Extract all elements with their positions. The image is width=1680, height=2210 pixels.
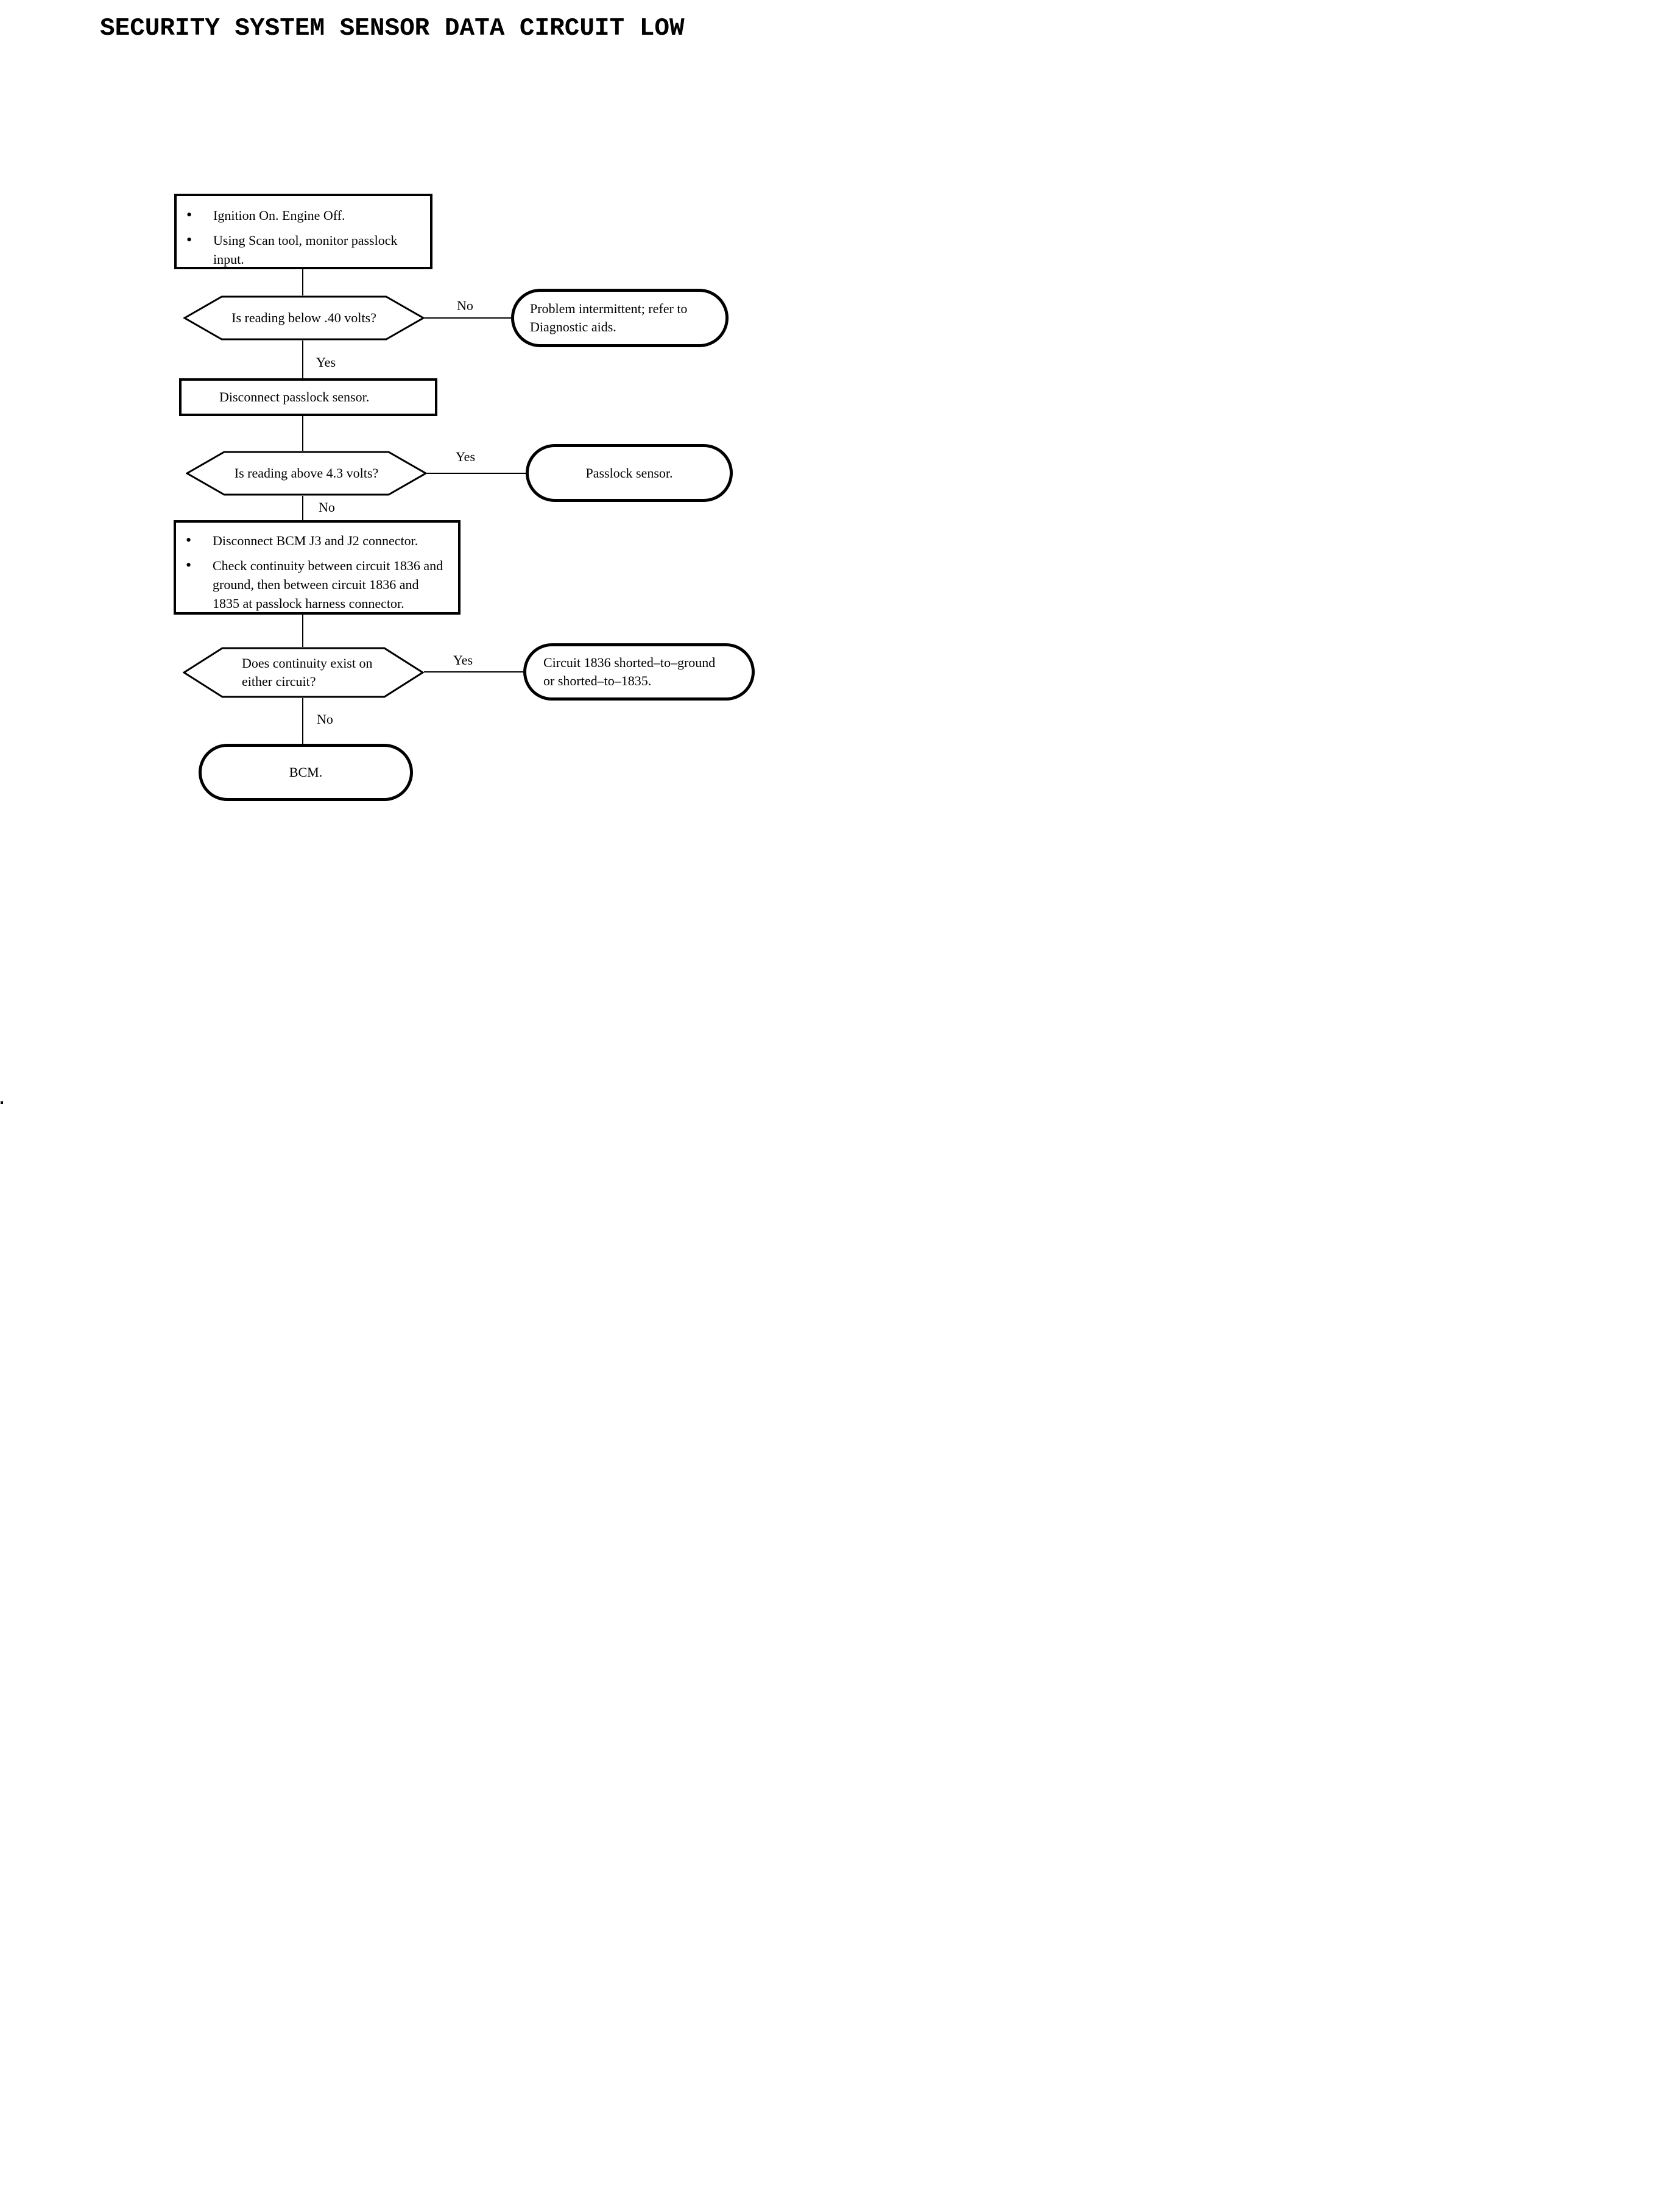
bullet-line: Disconnect BCM J3 and J2 connector. [213, 533, 418, 548]
flowchart-page: SECURITY SYSTEM SENSOR DATA CIRCUIT LOW … [0, 0, 840, 1105]
edge-label-yes-2: Yes [456, 449, 476, 464]
bullet-item: Ignition On. Engine Off. [185, 205, 425, 225]
bullet-line: 1835 at passlock harness connector. [213, 596, 404, 611]
bullet-line: ground, then between circuit 1836 and [213, 577, 419, 592]
process-check-continuity: Disconnect BCM J3 and J2 connector. Chec… [174, 520, 461, 615]
decision-question: Does continuity exist on either circuit? [183, 647, 424, 698]
hexagon-outline [186, 451, 427, 496]
check-bullet-list: Disconnect BCM J3 and J2 connector. Chec… [176, 523, 458, 613]
process-text: Disconnect passlock sensor. [219, 389, 370, 404]
connector-decision1-yes [302, 341, 303, 378]
bullet-line: Ignition On. Engine Off. [213, 208, 345, 223]
bullet-line: Check continuity between circuit 1836 an… [213, 558, 443, 573]
terminal-line: or shorted–to–1835. [543, 673, 652, 688]
connector-decision3-no [302, 698, 303, 744]
scan-artifact-dot [1, 1101, 3, 1104]
decision-continuity-exists: Does continuity exist on either circuit? [183, 647, 424, 698]
edge-label-yes-1: Yes [316, 355, 336, 370]
process-start-box: Ignition On. Engine Off. Using Scan tool… [174, 194, 432, 269]
start-bullet-list: Ignition On. Engine Off. Using Scan tool… [177, 196, 430, 269]
terminal-circuit-shorted: Circuit 1836 shorted–to–ground or shorte… [523, 643, 755, 701]
terminal-line: BCM. [289, 764, 323, 780]
decision-question-line: Does continuity exist on [242, 655, 373, 671]
connector-decision3-yes [424, 671, 523, 673]
decision-question: Is reading above 4.3 volts? [234, 465, 379, 481]
connector-start-to-decision1 [302, 269, 303, 295]
decision-question: Is reading below .40 volts? [231, 310, 376, 325]
terminal-line: Passlock sensor. [585, 465, 673, 481]
hexagon-outline [183, 295, 425, 341]
bullet-item: Using Scan tool, monitor passlock input. [185, 230, 425, 269]
process-disconnect-passlock: Disconnect passlock sensor. [179, 378, 437, 416]
decision-reading-above-43: Is reading above 4.3 volts? [186, 451, 427, 496]
terminal-passlock-sensor: Passlock sensor. [526, 444, 733, 502]
connector-decision2-yes [427, 473, 526, 474]
terminal-line: Circuit 1836 shorted–to–ground [543, 655, 716, 670]
edge-label-no-2: No [319, 500, 335, 515]
decision-reading-below-040: Is reading below .40 volts? [183, 295, 425, 341]
terminal-line: Problem intermittent; refer to [530, 301, 688, 316]
connector-process3-to-decision3 [302, 615, 303, 647]
edge-label-yes-3: Yes [453, 652, 473, 668]
hexagon-outline [183, 647, 424, 698]
bullet-item: Disconnect BCM J3 and J2 connector. [185, 531, 453, 550]
edge-label-no-3: No [317, 711, 333, 727]
bullet-line: Using Scan tool, monitor passlock [213, 233, 398, 248]
connector-process2-to-decision2 [302, 416, 303, 451]
edge-label-no-1: No [457, 298, 473, 313]
terminal-line: Diagnostic aids. [530, 319, 616, 334]
connector-decision1-no [425, 317, 511, 319]
page-title: SECURITY SYSTEM SENSOR DATA CIRCUIT LOW [100, 15, 685, 43]
terminal-bcm: BCM. [199, 744, 413, 801]
connector-decision2-no [302, 496, 303, 520]
bullet-item: Check continuity between circuit 1836 an… [185, 556, 453, 613]
bullet-line: input. [213, 252, 244, 267]
terminal-problem-intermittent: Problem intermittent; refer to Diagnosti… [511, 289, 729, 347]
decision-question-line: either circuit? [242, 674, 316, 689]
